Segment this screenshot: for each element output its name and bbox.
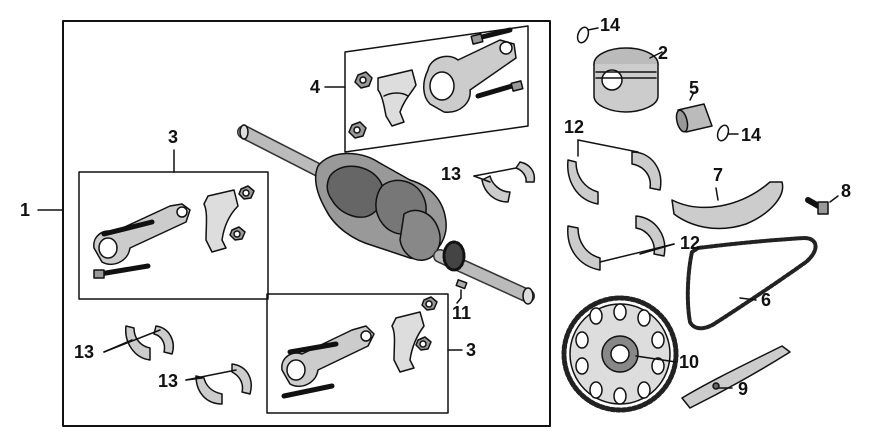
callout-6: 6 bbox=[761, 290, 772, 310]
callout-11: 11 bbox=[452, 303, 472, 323]
callout-5: 5 bbox=[689, 78, 700, 98]
rod-bearing-shells bbox=[567, 215, 675, 271]
guide-bolt bbox=[805, 195, 839, 215]
callout-13-lower: 13 bbox=[158, 371, 179, 391]
callout-9: 9 bbox=[738, 379, 749, 399]
rod-bolt bbox=[281, 383, 335, 399]
callout-10: 10 bbox=[679, 352, 700, 372]
callout-1: 1 bbox=[20, 200, 31, 220]
nut bbox=[238, 185, 255, 200]
connecting-rod bbox=[93, 203, 191, 266]
callout-2: 2 bbox=[658, 43, 669, 63]
nut bbox=[348, 121, 367, 139]
rod-bearing-shells bbox=[567, 139, 662, 205]
rod-cap bbox=[391, 311, 425, 373]
connecting-rod-kit-box-bottom bbox=[266, 293, 463, 414]
callout-3-left: 3 bbox=[168, 127, 179, 147]
callout-14-top: 14 bbox=[600, 15, 621, 35]
rod-bolt bbox=[287, 341, 339, 355]
piston bbox=[593, 47, 663, 113]
crankshaft bbox=[237, 124, 535, 305]
main-bearing-shells bbox=[103, 325, 174, 361]
callout-4: 4 bbox=[310, 77, 321, 97]
timing-sprocket bbox=[442, 240, 466, 272]
nut bbox=[415, 336, 432, 351]
connecting-rod-kit-box-left bbox=[78, 149, 269, 300]
main-bearing-shells bbox=[185, 363, 252, 405]
connecting-rod bbox=[281, 325, 375, 388]
connecting-rod-kit-box-top bbox=[324, 25, 529, 153]
assembly-frame bbox=[37, 20, 551, 427]
callout-8: 8 bbox=[841, 181, 852, 201]
callout-3-bottom: 3 bbox=[466, 340, 477, 360]
callout-14-right: 14 bbox=[741, 125, 762, 145]
rod-bolt bbox=[475, 80, 524, 99]
rod-bolt bbox=[101, 219, 155, 237]
callout-7: 7 bbox=[713, 165, 724, 185]
starter-gear bbox=[561, 295, 679, 413]
main-bearing-shells bbox=[473, 161, 536, 203]
rod-bolt bbox=[470, 27, 513, 45]
callout-12-bottom: 12 bbox=[680, 233, 701, 253]
connecting-rod bbox=[423, 39, 517, 113]
nut bbox=[421, 296, 438, 311]
woodruff-key bbox=[455, 279, 468, 299]
callout-12-top: 12 bbox=[564, 117, 585, 137]
rod-cap bbox=[203, 189, 239, 253]
chain-guide bbox=[671, 181, 784, 230]
callout-13-center: 13 bbox=[441, 164, 462, 184]
circlip bbox=[716, 124, 739, 142]
nut bbox=[354, 71, 373, 89]
timing-chain bbox=[685, 236, 818, 331]
rod-cap bbox=[377, 69, 417, 127]
chain-tensioner bbox=[681, 345, 791, 409]
nut bbox=[229, 226, 246, 241]
rod-bolt bbox=[93, 263, 151, 279]
callout-13-left: 13 bbox=[74, 342, 95, 362]
piston-pin bbox=[675, 91, 713, 133]
circlip bbox=[576, 26, 599, 44]
